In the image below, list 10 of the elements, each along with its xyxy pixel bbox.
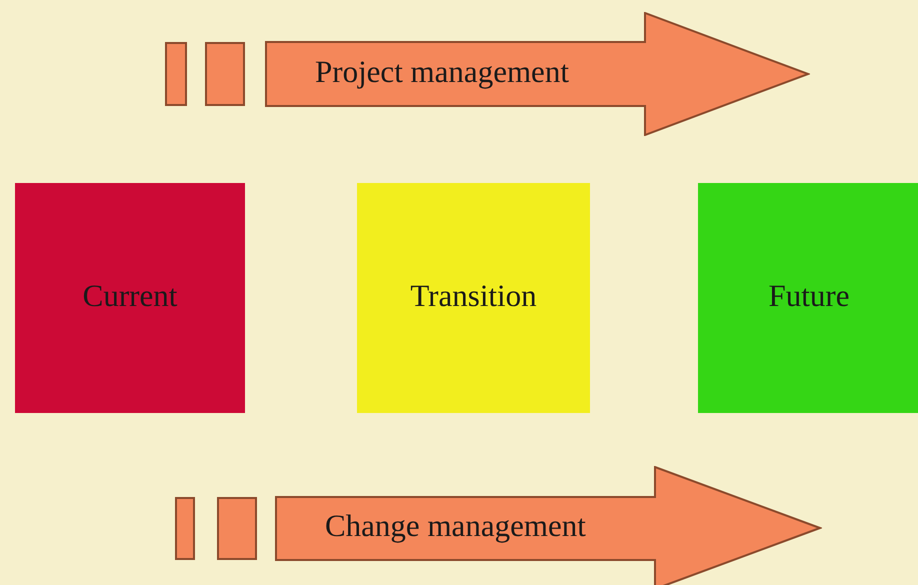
box-label: Transition bbox=[409, 278, 538, 314]
state-box bbox=[15, 183, 245, 413]
arrow-label: Project management bbox=[315, 54, 569, 90]
block-arrow bbox=[265, 12, 810, 136]
box-label: Future bbox=[768, 278, 850, 314]
block-arrow bbox=[275, 466, 822, 585]
state-box bbox=[357, 183, 590, 413]
state-box bbox=[698, 183, 918, 413]
box-label: Current bbox=[82, 278, 178, 314]
arrow-label: Change management bbox=[325, 508, 586, 544]
